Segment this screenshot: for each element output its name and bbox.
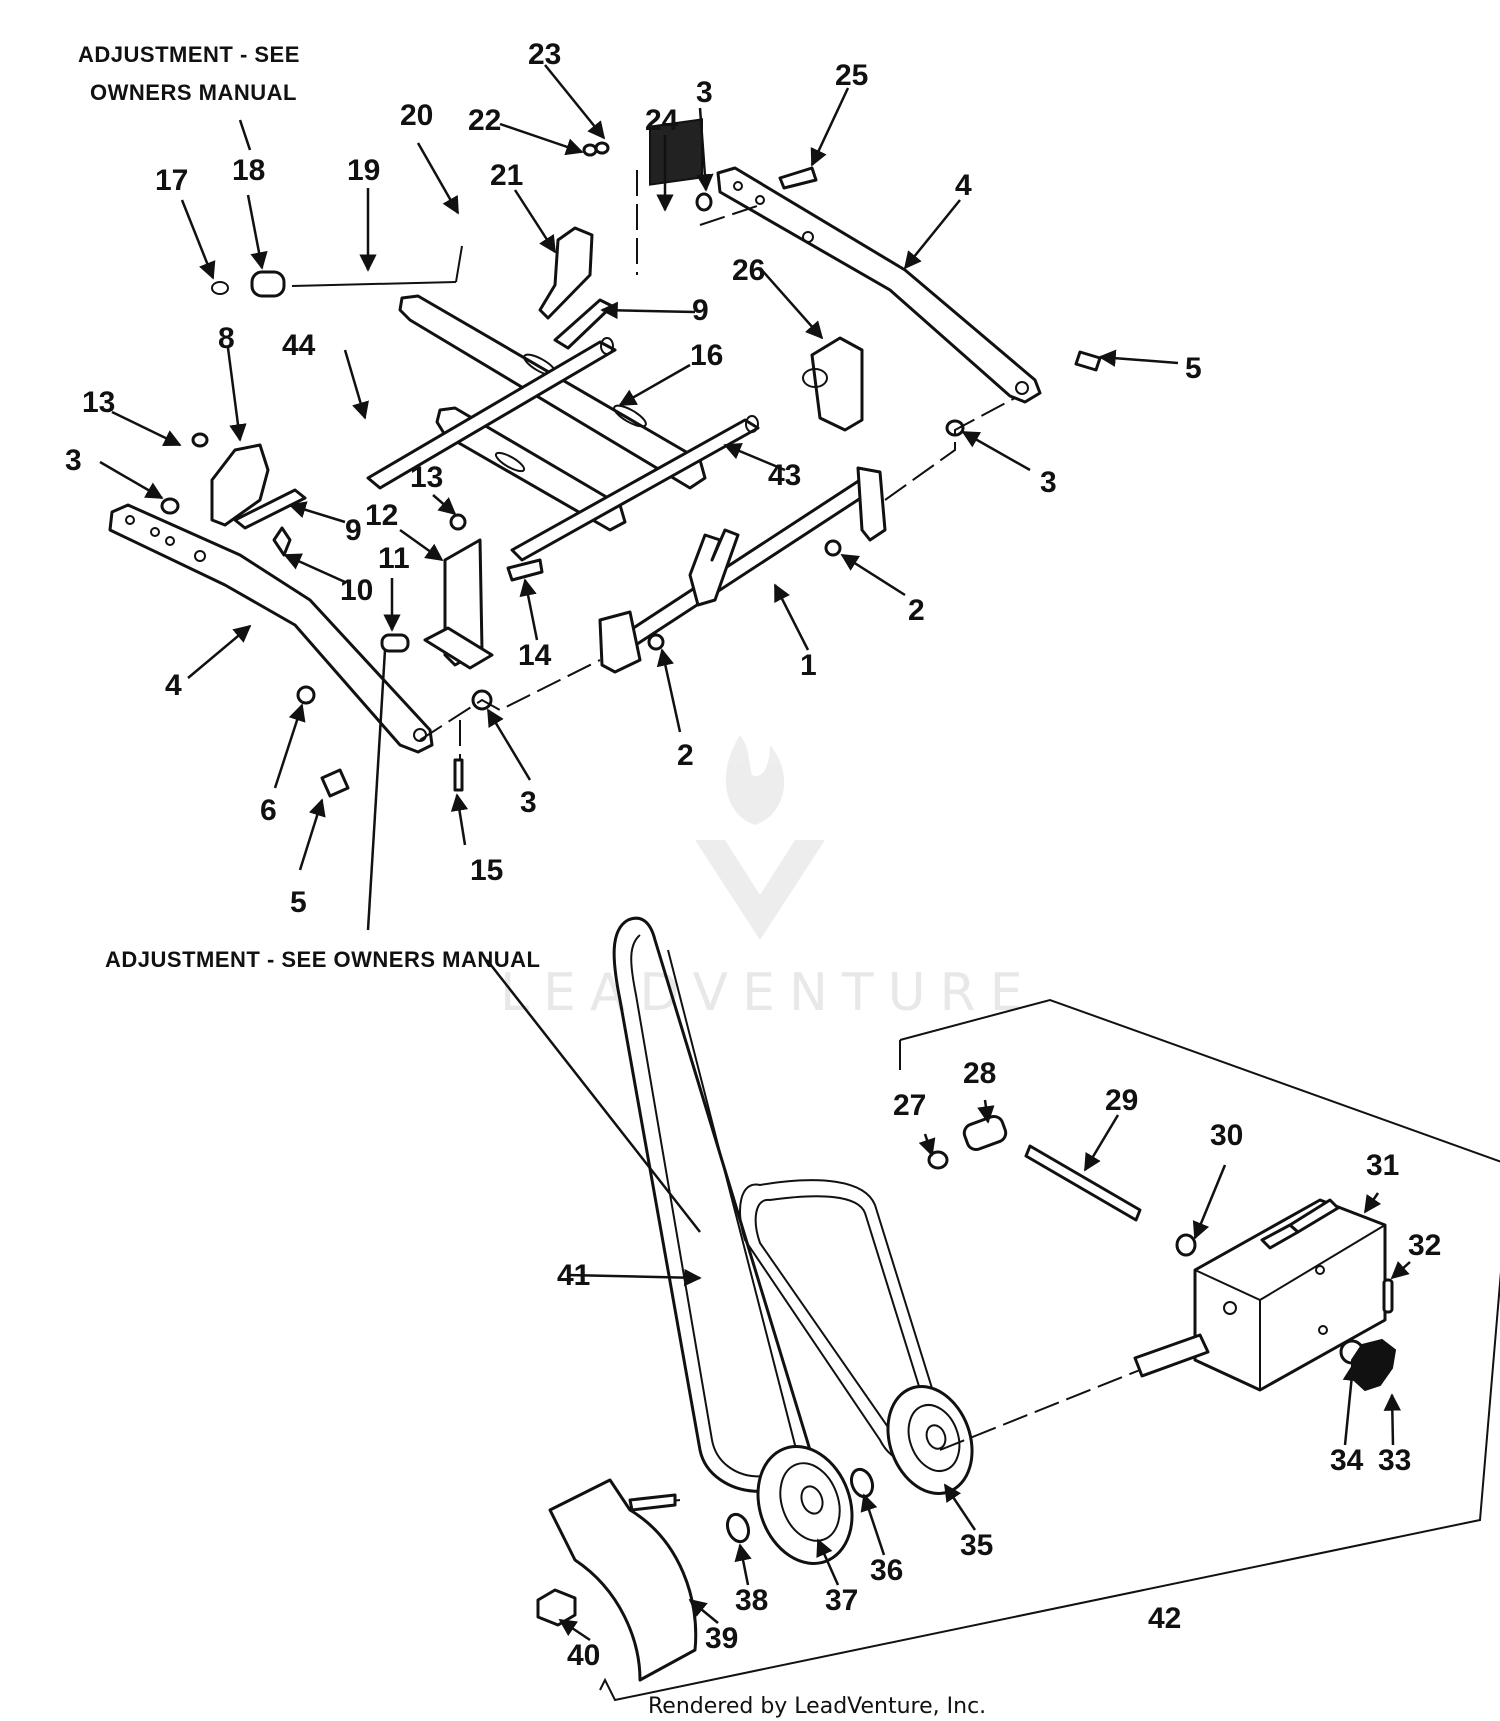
callout-11: 11 (378, 542, 410, 575)
spacer-38 (725, 1512, 751, 1544)
callout-9a: 9 (345, 514, 362, 547)
leadventure-watermark: LEADVENTURE (500, 735, 1037, 1023)
alignment-lines-upper (419, 170, 1016, 760)
callout-3c: 3 (65, 444, 82, 477)
callout-37: 37 (825, 1584, 858, 1617)
callout-22: 22 (468, 104, 501, 137)
callout-30: 30 (1210, 1119, 1243, 1152)
callout-2b: 2 (677, 739, 694, 772)
callout-3b: 3 (520, 786, 537, 819)
trunnion-28 (962, 1114, 1008, 1152)
alignment-line-lower (939, 1369, 1141, 1451)
adjustment-note-top-line1: ADJUSTMENT - SEE (78, 42, 300, 67)
knob-33 (1351, 1338, 1397, 1392)
callout-32: 32 (1408, 1229, 1441, 1262)
callout-8: 8 (218, 322, 235, 355)
adjustment-note-top-line2: OWNERS MANUAL (90, 80, 297, 105)
callout-43: 43 (768, 459, 801, 492)
callout-15: 15 (470, 854, 503, 887)
rendered-by-footer: Rendered by LeadVenture, Inc. (648, 1694, 986, 1719)
callout-6: 6 (260, 794, 277, 827)
lift-arm-right (716, 166, 1042, 404)
callout-31: 31 (1366, 1149, 1399, 1182)
frame-outline-lower (599, 998, 1500, 1702)
lift-arm-left (108, 503, 434, 754)
cross-shaft-upper (366, 337, 617, 490)
callout-9b: 9 (692, 294, 709, 327)
callout-33: 33 (1378, 1444, 1411, 1477)
callout-24: 24 (645, 104, 679, 137)
callout-34: 34 (1330, 1444, 1364, 1477)
callout-leaders (99, 64, 1411, 1642)
callout-21: 21 (490, 159, 523, 192)
washer-30 (1175, 1233, 1197, 1257)
callout-1: 1 (800, 649, 817, 682)
callout-44: 44 (282, 329, 316, 362)
callout-13b: 13 (410, 461, 443, 494)
bracket-26 (802, 336, 864, 432)
callout-35: 35 (960, 1529, 993, 1562)
callout-20: 20 (400, 99, 433, 132)
adjustment-rod-19 (211, 245, 463, 298)
callout-25: 25 (835, 59, 868, 92)
pulley-37 (756, 1445, 854, 1565)
callout-23: 23 (528, 38, 561, 71)
callout-3d: 3 (696, 76, 713, 109)
callout-29: 29 (1105, 1084, 1138, 1117)
cross-shaft-lower (510, 415, 760, 562)
callout-38: 38 (735, 1584, 768, 1617)
callout-5b: 5 (290, 886, 307, 919)
main-lift-shaft (598, 466, 887, 674)
pin-32 (1382, 1278, 1394, 1314)
watermark-text: LEADVENTURE (500, 963, 1037, 1023)
nut-40 (536, 1588, 577, 1627)
callout-13a: 13 (82, 386, 115, 419)
bracket-8 (210, 443, 307, 530)
adjustment-note-mid: ADJUSTMENT - SEE OWNERS MANUAL (105, 947, 540, 972)
hardware-small (160, 141, 1102, 798)
callout-4a: 4 (165, 669, 182, 702)
callout-10: 10 (340, 574, 373, 607)
front-lift-bar (398, 294, 707, 490)
bracket-12 (423, 538, 494, 670)
callout-28: 28 (963, 1057, 996, 1090)
callout-4b: 4 (955, 169, 972, 202)
callout-3a: 3 (1040, 466, 1057, 499)
stud-shaft (1133, 1333, 1210, 1378)
callout-39: 39 (705, 1622, 738, 1655)
callout-12: 12 (365, 499, 398, 532)
callout-14: 14 (518, 639, 552, 672)
callout-5a: 5 (1185, 352, 1202, 385)
callout-2a: 2 (908, 594, 925, 627)
callout-18: 18 (232, 154, 265, 187)
belt-guard-39 (548, 1478, 698, 1682)
callout-labels: ADJUSTMENT - SEE OWNERS MANUAL ADJUSTMEN… (65, 38, 1441, 1672)
pulley-35 (886, 1385, 974, 1495)
callout-42: 42 (1148, 1602, 1181, 1635)
clutch-housing-31 (1193, 1198, 1387, 1392)
threaded-rod-29 (1024, 1144, 1142, 1222)
callout-40: 40 (567, 1639, 600, 1672)
bracket-21 (538, 226, 614, 350)
callout-19: 19 (347, 154, 380, 187)
callout-41: 41 (557, 1259, 590, 1292)
callout-17: 17 (155, 164, 188, 197)
spacer-36 (849, 1467, 875, 1499)
callout-36: 36 (870, 1554, 903, 1587)
callout-26: 26 (732, 254, 765, 287)
callout-27: 27 (893, 1089, 926, 1122)
callout-16: 16 (690, 339, 723, 372)
